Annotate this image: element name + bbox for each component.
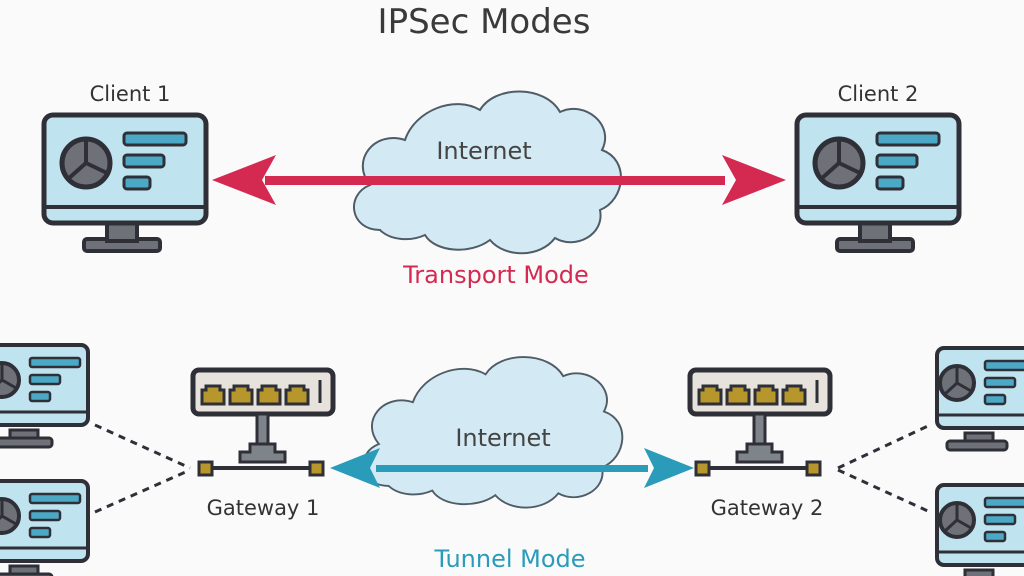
right-host2-monitor-icon	[935, 483, 1024, 576]
client1-monitor-icon	[44, 115, 206, 251]
tunnel-mode-label: Tunnel Mode	[433, 545, 585, 573]
internet-label-transport: Internet	[436, 137, 531, 165]
internet-label-tunnel: Internet	[455, 424, 550, 452]
left-host2-monitor-icon	[0, 479, 90, 576]
transport-mode-label: Transport Mode	[402, 261, 589, 289]
transport-arrow	[212, 155, 786, 205]
client2-monitor-icon	[797, 115, 959, 251]
client2-label: Client 2	[838, 82, 919, 106]
gateway2-label: Gateway 2	[711, 496, 824, 520]
right-host1-monitor-icon	[935, 346, 1024, 452]
tunnel-arrow	[330, 448, 694, 488]
internet-cloud-icon	[352, 90, 622, 255]
gateway2-switch-icon	[690, 370, 830, 475]
transport-mode-section: Client 1 Client 2 Internet Transport Mod…	[44, 82, 959, 289]
page-title: IPSec Modes	[378, 2, 591, 42]
tunnel-mode-section: Gateway 1 Gateway 2 Internet Tunnel Mode	[0, 343, 1024, 576]
local-network-links	[94, 423, 931, 514]
gateway1-switch-icon	[193, 370, 333, 475]
client1-label: Client 1	[90, 82, 171, 106]
left-host1-monitor-icon	[0, 343, 90, 449]
gateway1-label: Gateway 1	[207, 496, 320, 520]
